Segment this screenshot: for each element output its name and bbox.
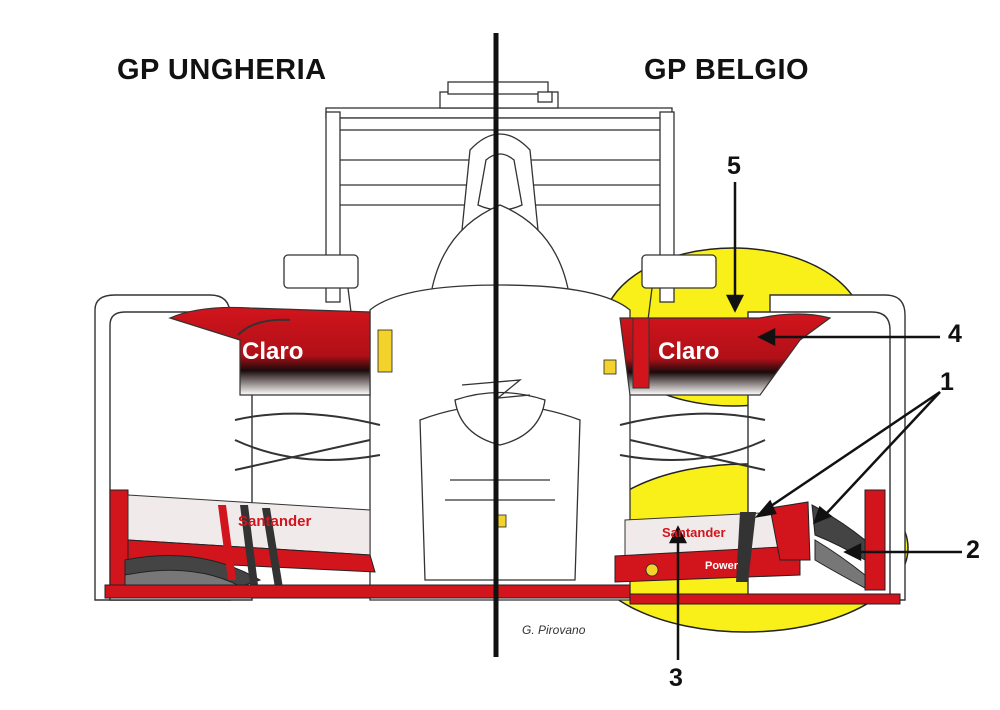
power-logo: Power <box>705 560 739 572</box>
sidepod-hungary <box>168 306 371 396</box>
callout-4: 4 <box>948 320 962 348</box>
callout-5: 5 <box>727 152 741 180</box>
chassis <box>369 284 631 601</box>
mirrors <box>283 254 717 321</box>
author-credit: G. Pirovano <box>522 623 586 637</box>
callout-3: 3 <box>669 664 683 692</box>
title-left: GP UNGHERIA <box>117 54 327 86</box>
frontwing-hungary <box>104 489 631 599</box>
airbox <box>429 133 571 301</box>
ferrari-badges <box>377 329 617 528</box>
santander-logo-left: Santander <box>238 513 312 530</box>
sidepod-belgium <box>619 313 832 396</box>
callout-arrows <box>668 182 962 660</box>
claro-logo-right: Claro <box>658 338 720 365</box>
title-right: GP BELGIO <box>644 54 810 86</box>
claro-logo-left: Claro <box>242 338 304 365</box>
callout-1: 1 <box>940 368 954 396</box>
santander-logo-right: Santander <box>662 525 726 540</box>
suspension <box>234 412 766 471</box>
callout-2: 2 <box>966 536 980 564</box>
frontwing-belgium <box>614 489 901 605</box>
